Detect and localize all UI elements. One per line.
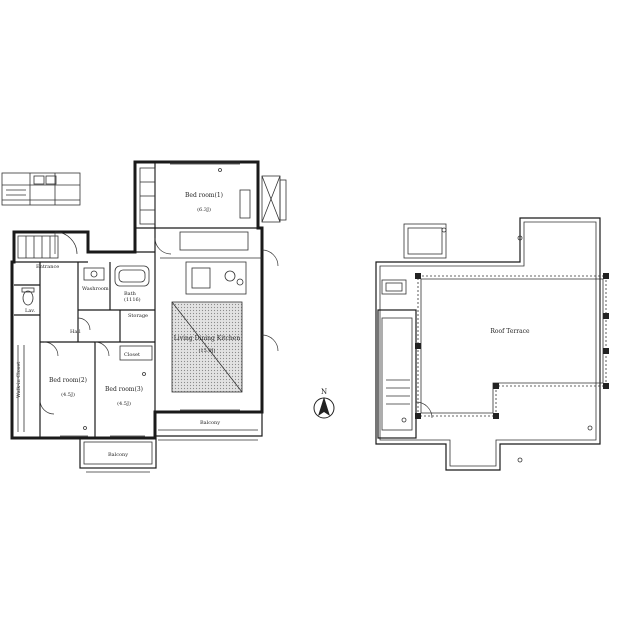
walkin-label: Walk-in Closet	[16, 362, 22, 398]
entrance-label: Entrance	[36, 264, 59, 270]
bedroom1-name: Bed room(1)	[185, 192, 223, 199]
bedroom2-name: Bed room(2)	[49, 377, 87, 384]
ldk-name: Living Dining Kitchen	[174, 335, 241, 342]
outer-wall	[10, 160, 264, 440]
hall-label: Hall	[70, 329, 81, 335]
roof-floor: Roof Terrace	[375, 217, 609, 471]
roof-terrace-label: Roof Terrace	[490, 328, 530, 335]
bedroom3-size: (4.5J)	[117, 400, 131, 407]
storage-label: Storage	[128, 313, 148, 319]
washroom-label: Washroom	[82, 286, 109, 292]
main-floor	[10, 160, 287, 473]
balcony-lower-label: Balcony	[108, 452, 128, 458]
north-arrow-icon: N	[313, 388, 335, 419]
key-plan	[1, 172, 81, 206]
bedroom1-size: (6.3J)	[197, 206, 211, 213]
compass-label: N	[321, 388, 327, 396]
roof-terrace-railing	[417, 275, 607, 417]
bath-label: Bath	[124, 291, 137, 297]
bedroom3-name: Bed room(3)	[105, 386, 143, 393]
room-labels: Bed room(1) (6.3J) Living Dining Kitchen…	[16, 192, 240, 458]
ldk-size: (15.0J)	[198, 347, 215, 354]
balcony-upper	[154, 412, 263, 437]
closet-label: Closet	[124, 352, 140, 358]
bath-size: (1116)	[124, 296, 141, 303]
bedroom2-size: (4.5J)	[61, 391, 75, 398]
roof-stair-block	[377, 309, 417, 439]
roof-parapet	[375, 217, 601, 471]
balcony-upper-label: Balcony	[200, 420, 220, 426]
lav-label: Lav.	[25, 308, 36, 314]
balcony-lower	[79, 437, 157, 469]
